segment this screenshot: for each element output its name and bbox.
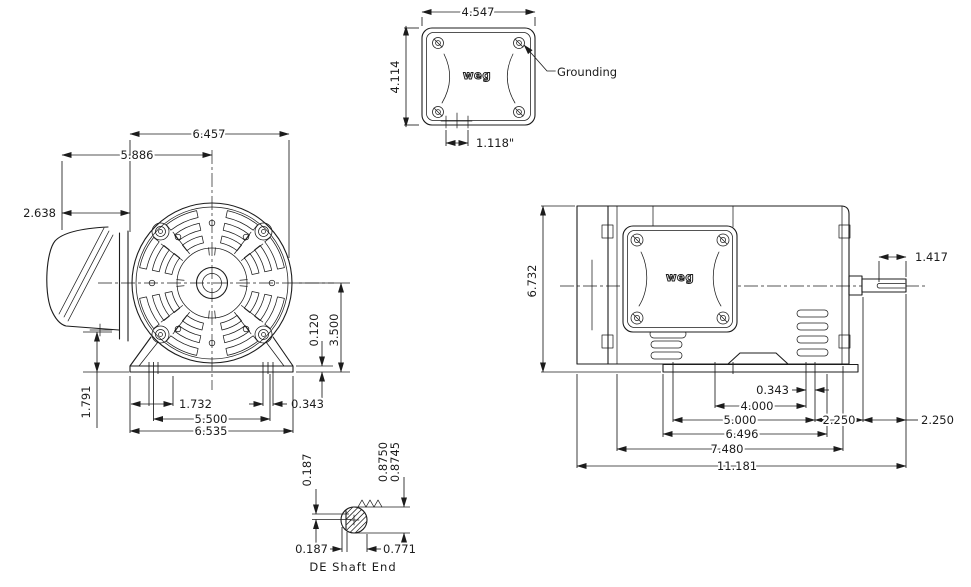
dim-shaft-height: 3.500: [296, 282, 350, 373]
dim-label-5000: 5.000: [724, 413, 757, 427]
dim-label-front-overall: 6.457: [193, 127, 226, 141]
dim-shaft-diameter: 0.8750 0.8745: [374, 440, 407, 546]
dim-conduit: 1.118": [445, 130, 516, 152]
dim-label-4000: 4.000: [741, 399, 774, 413]
weg-logo-side: weg: [666, 270, 694, 284]
cover-clip: [838, 224, 851, 239]
dim-key-height: 0.187: [298, 452, 351, 545]
cover-ridge-right: [712, 251, 722, 307]
dim-label-dia-lower: 0.8745: [388, 442, 402, 482]
dim-label-front-foot-slot: 0.343: [291, 397, 324, 411]
dim-key-length: 1.417: [878, 248, 950, 282]
dim-key-offset: 0.187 0.771: [293, 527, 418, 558]
dim-label-flat-to-end: 0.771: [383, 542, 416, 556]
shaft-assembly: [848, 275, 907, 296]
vent-slot: [650, 351, 683, 360]
dim-7480: 7.480: [616, 440, 844, 458]
dim-label-dia-upper: 0.8750: [376, 442, 390, 482]
fan-cover-screws: [148, 219, 276, 347]
dim-label-key-offset: 0.187: [295, 542, 328, 556]
dim-box-to-center: 5.886: [61, 146, 213, 230]
base-feet: [129, 336, 294, 421]
dim-front-foot-slot: 0.343: [249, 395, 326, 413]
terminal-box-profile: [46, 226, 129, 342]
dim-foot-to-shoulder: 2.250: [814, 411, 864, 429]
cover-ridge-right: [506, 53, 516, 104]
shaft-end-detail: 0.8750 0.8745 0.187 0.187 0.771 DE Shaft…: [293, 440, 418, 576]
fan-cover: [131, 202, 293, 364]
dim-side-height: 6.732: [523, 205, 661, 373]
corner-screws: [432, 37, 525, 118]
motor-front-view: 6.457 5.886 2.638 0.120 3.500: [21, 125, 350, 440]
base-plate: [662, 352, 859, 374]
shaft: [861, 278, 907, 293]
shaft-detail-caption: DE Shaft End: [309, 560, 396, 574]
dim-label-overall-length: 11.181: [717, 459, 757, 473]
dim-label-shaft-height: 3.500: [327, 314, 341, 347]
dim-6496: 6.496: [662, 425, 828, 443]
dim-overall-length: 11.181: [576, 457, 907, 475]
dim-label-foot-thickness: 0.120: [307, 314, 321, 347]
dim-label-side-foot-slot: 0.343: [756, 383, 789, 397]
dim-label-box-to-center: 5.886: [121, 148, 154, 162]
cover-clip: [838, 334, 851, 349]
terminal-box-top-view: weg 4.547 4.114 1.118": [386, 3, 619, 152]
dim-label-side-height: 6.732: [525, 265, 539, 298]
grounding-callout: Grounding: [523, 44, 619, 81]
shaft-hole: [195, 266, 229, 300]
dim-foot-offset: 1.732: [130, 376, 214, 413]
dim-label-shaft-extension: 2.250: [921, 413, 954, 427]
cover-ridge-left: [638, 251, 648, 307]
dim-base-width: 6.535: [129, 376, 294, 440]
cover-clip: [601, 334, 614, 349]
corner-screws: [630, 233, 730, 325]
dim-label-top-height: 4.114: [388, 61, 402, 94]
vent-slot: [796, 348, 829, 357]
dim-label-key-height: 0.187: [300, 454, 314, 487]
dim-side-foot-slot: 0.343: [754, 381, 829, 399]
dim-foot-span: 5.500: [153, 410, 271, 428]
vent-slot: [796, 322, 829, 331]
dim-label-7480: 7.480: [711, 442, 744, 456]
dim-label-6496: 6.496: [726, 427, 759, 441]
dim-label-box-to-base: 1.791: [79, 386, 93, 419]
surface-finish-icon: [357, 499, 383, 508]
dim-foot-thickness: 0.120: [296, 312, 350, 398]
vent-slot: [796, 309, 829, 318]
fan-vents: [139, 210, 285, 356]
grounding-label: Grounding: [557, 65, 617, 79]
dim-front-overall-width: 6.457: [129, 125, 290, 258]
cover-ridge-left: [441, 53, 451, 104]
conduit-knockout: [440, 112, 473, 129]
extension-lines: [576, 294, 907, 468]
terminal-box-side: weg: [622, 225, 738, 333]
dim-label-foot-offset: 1.732: [179, 397, 212, 411]
dim-label-foot-span: 5.500: [195, 412, 228, 426]
motor-side-view: weg 6.732 1.417: [523, 205, 956, 475]
dim-4000: 4.000: [714, 397, 807, 415]
box-cover: [426, 32, 531, 121]
weg-logo: weg: [463, 68, 491, 82]
box-outline: [421, 27, 536, 126]
keyway-end: [876, 283, 880, 289]
vent-slot: [650, 340, 683, 349]
cover-clip: [601, 224, 614, 239]
dim-shaft-extension: 2.250: [862, 411, 956, 429]
dim-top-width: 4.547: [421, 3, 536, 26]
dim-label-key-length: 1.417: [915, 250, 948, 264]
dim-label-box-depth: 2.638: [23, 206, 56, 220]
dim-label-base-width: 6.535: [195, 424, 228, 438]
dim-5000: 5.000: [672, 411, 816, 429]
grounding-leader: [523, 44, 556, 72]
vent-slot: [796, 335, 829, 344]
bearing-hub: [848, 275, 863, 296]
dim-box-depth: 2.638: [21, 204, 131, 222]
dim-label-conduit: 1.118": [476, 136, 514, 150]
dim-box-to-base: 1.791: [77, 331, 129, 428]
dim-label-top-width: 4.547: [462, 5, 495, 19]
dim-label-foot-to-shoulder: 2.250: [823, 413, 856, 427]
dim-top-height: 4.114: [386, 25, 419, 128]
